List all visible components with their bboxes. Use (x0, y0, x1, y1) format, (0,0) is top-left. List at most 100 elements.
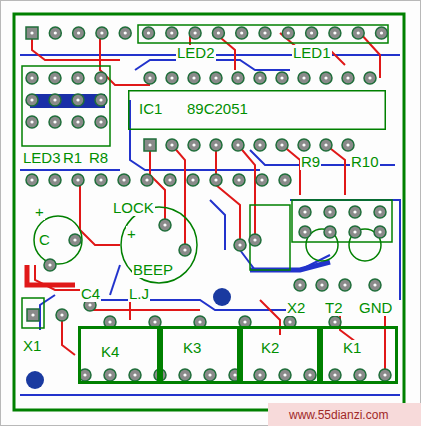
component-label: K3 (182, 340, 202, 356)
solder-pad (349, 226, 361, 238)
buzzer-outline: BEEP (120, 206, 198, 284)
silkscreen-label: C4 (80, 286, 101, 302)
drill-hole (308, 373, 311, 376)
silkscreen-label: + (34, 204, 45, 220)
drill-hole (258, 76, 261, 79)
drill-hole (88, 303, 91, 306)
solder-pad (254, 139, 266, 151)
solder-pad (342, 139, 354, 151)
solder-pad (276, 72, 288, 84)
silkscreen-label: R9 (300, 154, 321, 170)
solder-pad (316, 279, 328, 291)
drill-hole (168, 178, 171, 181)
drill-hole (353, 210, 356, 213)
solder-pad (324, 226, 336, 238)
silkscreen-label: LED1 (292, 45, 332, 61)
drill-hole (83, 373, 86, 376)
solder-pad (329, 369, 341, 381)
silkscreen-label: C (38, 232, 51, 248)
switch-outline-stroke (242, 328, 319, 383)
solder-pad (298, 139, 310, 151)
drill-hole (283, 178, 286, 181)
switch-outline: K4 (78, 326, 160, 384)
component-label: K4 (100, 344, 120, 360)
drill-hole (302, 143, 305, 146)
drill-hole (60, 313, 63, 316)
drill-hole (310, 31, 313, 34)
drill-hole (48, 263, 51, 266)
solder-pad (329, 27, 341, 39)
solder-pad (254, 72, 266, 84)
drill-hole (30, 98, 33, 101)
silkscreen-label: GND (358, 300, 393, 316)
drill-hole (76, 178, 79, 181)
drill-hole (108, 320, 111, 323)
solder-pad (249, 234, 261, 246)
solder-pad (204, 369, 216, 381)
watermark: www.55dianzi.com (288, 407, 389, 423)
drill-hole (333, 31, 336, 34)
drill-hole (328, 210, 331, 213)
drill-hole (333, 373, 336, 376)
solder-pad (210, 174, 222, 186)
solder-pad (276, 139, 288, 151)
drill-hole (31, 313, 34, 316)
solder-pad (304, 369, 316, 381)
solder-pad (279, 174, 291, 186)
drill-hole (191, 178, 194, 181)
component-label: BEEP (132, 262, 174, 278)
drill-hole (100, 31, 103, 34)
solder-pad (342, 72, 354, 84)
solder-pad (320, 72, 332, 84)
silkscreen-label: + (126, 226, 137, 242)
drill-hole (133, 373, 136, 376)
drill-hole (233, 373, 236, 376)
solder-pad (187, 174, 199, 186)
solder-pad (95, 94, 107, 106)
drill-hole (324, 76, 327, 79)
solder-pad (96, 27, 108, 39)
solder-pad (259, 27, 271, 39)
silkscreen-label: LOCK (112, 200, 155, 216)
drill-hole (170, 143, 173, 146)
solder-pad (72, 72, 84, 84)
drill-hole (346, 76, 349, 79)
solder-pad (324, 206, 336, 218)
mounting-hole (213, 288, 231, 306)
solder-pad (349, 206, 361, 218)
solder-pad (179, 369, 191, 381)
solder-pad (279, 369, 291, 381)
drill-hole (303, 210, 306, 213)
drill-hole (383, 373, 386, 376)
drill-hole (145, 178, 148, 181)
solder-pad (95, 116, 107, 128)
drill-hole (283, 373, 286, 376)
switch-outline: K2 (240, 326, 320, 384)
solder-pad (119, 27, 131, 39)
drill-hole (30, 120, 33, 123)
drill-hole (240, 31, 243, 34)
drill-hole (99, 98, 102, 101)
solder-pad (282, 27, 294, 39)
drill-hole (122, 178, 125, 181)
drill-hole (30, 31, 33, 34)
drill-hole (76, 76, 79, 79)
drill-hole (76, 120, 79, 123)
drill-hole (373, 283, 376, 286)
copper-pour (30, 94, 105, 108)
solder-pad (364, 72, 376, 84)
solder-pad (72, 94, 84, 106)
drill-hole (358, 373, 361, 376)
solder-pad (143, 27, 155, 39)
solder-pad (49, 94, 61, 106)
switch-outline: K1 (320, 326, 398, 384)
drill-hole (236, 76, 239, 79)
drill-hole (30, 178, 33, 181)
drill-hole (73, 238, 76, 241)
silkscreen-label: X1 (22, 338, 42, 354)
drill-hole (217, 31, 220, 34)
drill-hole (280, 76, 283, 79)
drill-hole (30, 76, 33, 79)
component-label: K1 (342, 340, 362, 356)
